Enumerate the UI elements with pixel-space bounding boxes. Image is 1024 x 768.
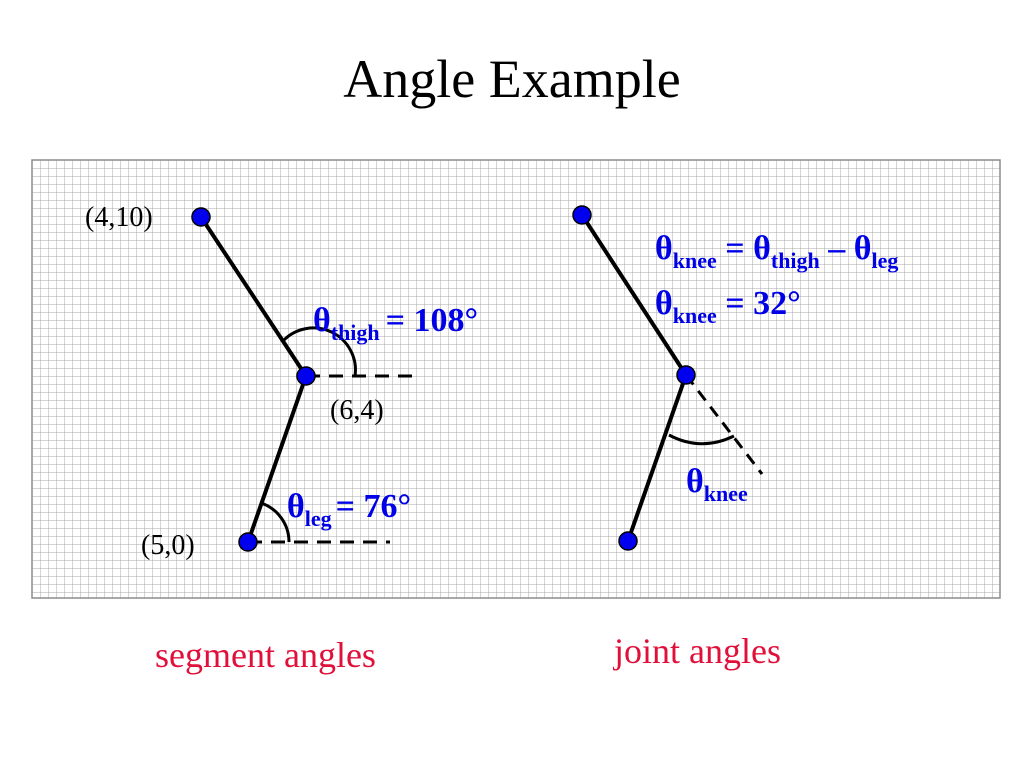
slide-title: Angle Example	[343, 49, 681, 109]
joint-angles-caption: joint angles	[614, 631, 781, 671]
grid-background	[31, 159, 1001, 599]
thigh-angle-arc	[281, 326, 357, 377]
knee-angle-label: θknee	[686, 463, 748, 506]
left-panel: (4,10) (6,4) (5,0) θthigh= 108° θleg= 76…	[85, 202, 478, 561]
knee-angle-value: θknee = 32°	[655, 285, 801, 328]
hip-point-right	[572, 205, 592, 225]
hip-coordinate-label: (4,10)	[85, 202, 153, 233]
knee-angle-equation: θknee = θthigh – θleg	[655, 230, 898, 273]
knee-angle-arc	[668, 433, 735, 446]
ankle-point-right	[618, 531, 638, 551]
right-panel: θknee = θthigh – θleg θknee = 32° θknee	[572, 205, 898, 551]
hip-point	[191, 207, 211, 227]
thigh-extension-line	[684, 374, 764, 475]
thigh-angle-label: θthigh= 108°	[313, 302, 478, 345]
knee-point	[296, 366, 316, 386]
leg-segment	[246, 375, 308, 543]
leg-angle-arc	[260, 501, 291, 543]
segment-angles-caption: segment angles	[155, 635, 376, 675]
knee-coordinate-label: (6,4)	[330, 395, 384, 426]
leg-angle-label: θleg= 76°	[287, 488, 411, 531]
ankle-point	[238, 532, 258, 552]
thigh-segment-right	[580, 213, 688, 377]
knee-point-right	[676, 365, 696, 385]
ankle-coordinate-label: (5,0)	[141, 530, 195, 561]
leg-segment-right	[626, 374, 688, 542]
thigh-segment	[199, 215, 308, 378]
